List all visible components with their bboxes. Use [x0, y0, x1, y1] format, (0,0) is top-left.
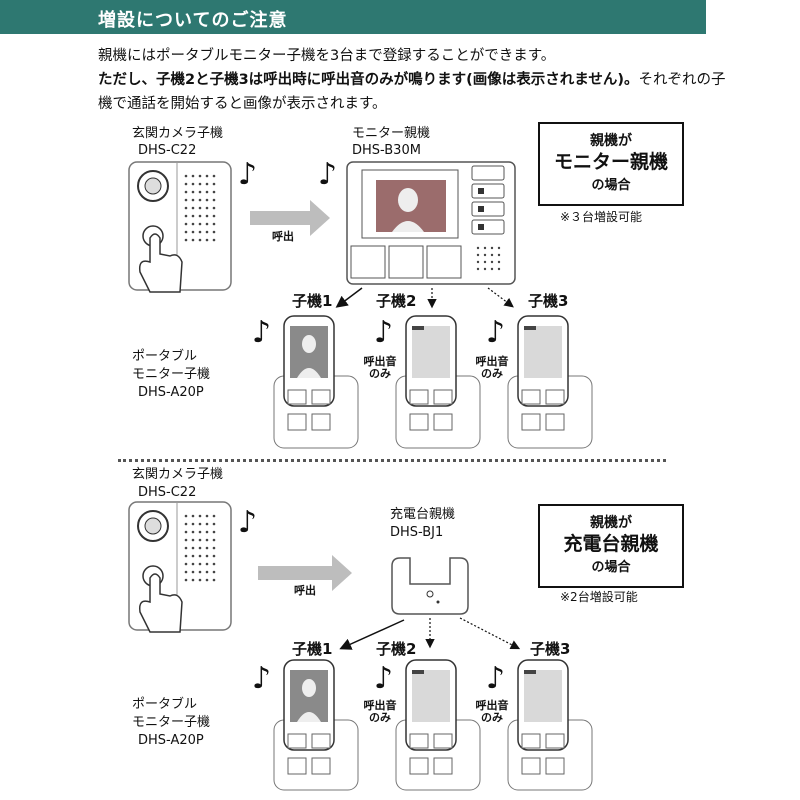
parent-model-label: DHS-BJ1 — [390, 525, 444, 540]
handset-icon — [507, 315, 593, 449]
box-line-2: 充電台親機 — [563, 533, 659, 555]
portable-model-label: DHS-A20P — [138, 733, 204, 748]
music-note-icon: ♪ — [238, 157, 258, 192]
music-note-icon: ♪ — [238, 505, 258, 540]
portable-name-line-2: モニター子機 — [132, 367, 211, 382]
call-label: 呼出 — [294, 584, 316, 597]
portable-model-label: DHS-A20P — [138, 385, 204, 400]
intro-text: 親機にはポータブルモニター子機を3台まで登録することができます。 ただし、子機2… — [98, 44, 738, 116]
handset-label-3: 子機3 — [528, 292, 569, 310]
only-sound-label: 呼出音のみ — [472, 700, 512, 724]
only-sound-line-1: 呼出音 — [475, 355, 509, 368]
box-line-1: 親機が — [590, 515, 632, 531]
call-arrow-icon — [250, 200, 330, 236]
arrow-handset-1 — [335, 287, 363, 308]
handset-icon — [273, 659, 359, 791]
only-sound-label: 呼出音のみ — [360, 356, 400, 380]
camera-name-label: 玄関カメラ子機 — [132, 126, 224, 141]
portable-name-line-2: モニター子機 — [132, 715, 211, 730]
only-sound-label: 呼出音のみ — [360, 700, 400, 724]
handset-label-3: 子機3 — [530, 640, 571, 658]
handset-label-1: 子機1 — [292, 292, 333, 310]
intro-rest-text: それぞれの子機で通話を開始すると画像が表示されます。 — [98, 72, 726, 112]
only-sound-line-1: 呼出音 — [363, 355, 397, 368]
page-title: 増設についてのご注意 — [98, 10, 288, 31]
handset-icon — [273, 315, 359, 449]
intro-bold-text: ただし、子機2と子機3は呼出時に呼出音のみが鳴ります(画像は表示されません)。 — [98, 72, 639, 88]
parent-type-box-2: 親機が 充電台親機 の場合 — [538, 504, 684, 588]
handset-icon — [507, 659, 593, 791]
only-sound-label: 呼出音のみ — [472, 356, 512, 380]
box-line-1: 親機が — [590, 133, 632, 149]
intro-line-2: ただし、子機2と子機3は呼出時に呼出音のみが鳴ります(画像は表示されません)。そ… — [98, 68, 738, 116]
arrow-handset-3 — [459, 617, 521, 650]
only-sound-line-2: のみ — [481, 367, 503, 380]
portable-name-line-1: ポータブル — [132, 697, 198, 712]
intro-line-1: 親機にはポータブルモニター子機を3台まで登録することができます。 — [98, 48, 556, 64]
camera-model-label: DHS-C22 — [138, 143, 197, 158]
parent-name-label: モニター親機 — [352, 126, 431, 141]
box-line-3: の場合 — [591, 178, 631, 193]
only-sound-line-2: のみ — [369, 367, 391, 380]
only-sound-line-2: のみ — [481, 711, 503, 724]
box-line-2: モニター親機 — [553, 151, 668, 173]
music-note-icon: ♪ — [318, 157, 338, 192]
charging-cradle-icon — [391, 557, 469, 615]
only-sound-line-1: 呼出音 — [363, 699, 397, 712]
only-sound-line-2: のみ — [369, 711, 391, 724]
box-note: ※３台増設可能 — [560, 210, 643, 224]
parent-name-label: 充電台親機 — [390, 507, 456, 522]
arrow-handset-1 — [339, 619, 405, 650]
call-label: 呼出 — [272, 230, 294, 243]
portable-name-line-1: ポータブル — [132, 349, 198, 364]
music-note-icon: ♪ — [374, 661, 394, 696]
monitor-icon — [346, 161, 516, 285]
handset-icon — [395, 315, 481, 449]
camera-name-label: 玄関カメラ子機 — [132, 467, 224, 482]
section-divider — [118, 459, 666, 462]
parent-type-box-1: 親機が モニター親機 の場合 — [538, 122, 684, 206]
music-note-icon: ♪ — [252, 661, 272, 696]
music-note-icon: ♪ — [374, 315, 394, 350]
handset-icon — [395, 659, 481, 791]
box-line-3: の場合 — [591, 560, 631, 575]
finger-press-icon — [138, 573, 183, 633]
camera-model-label: DHS-C22 — [138, 485, 197, 500]
call-arrow-icon — [258, 555, 352, 591]
handset-label-2: 子機2 — [376, 640, 417, 658]
box-note: ※2台増設可能 — [560, 590, 638, 604]
only-sound-line-1: 呼出音 — [475, 699, 509, 712]
header-bar — [0, 0, 706, 34]
music-note-icon: ♪ — [486, 315, 506, 350]
handset-label-1: 子機1 — [292, 640, 333, 658]
music-note-icon: ♪ — [252, 315, 272, 350]
finger-press-icon — [138, 233, 183, 293]
handset-label-2: 子機2 — [376, 292, 417, 310]
parent-model-label: DHS-B30M — [352, 143, 421, 158]
arrow-handset-3 — [487, 287, 514, 308]
music-note-icon: ♪ — [486, 661, 506, 696]
